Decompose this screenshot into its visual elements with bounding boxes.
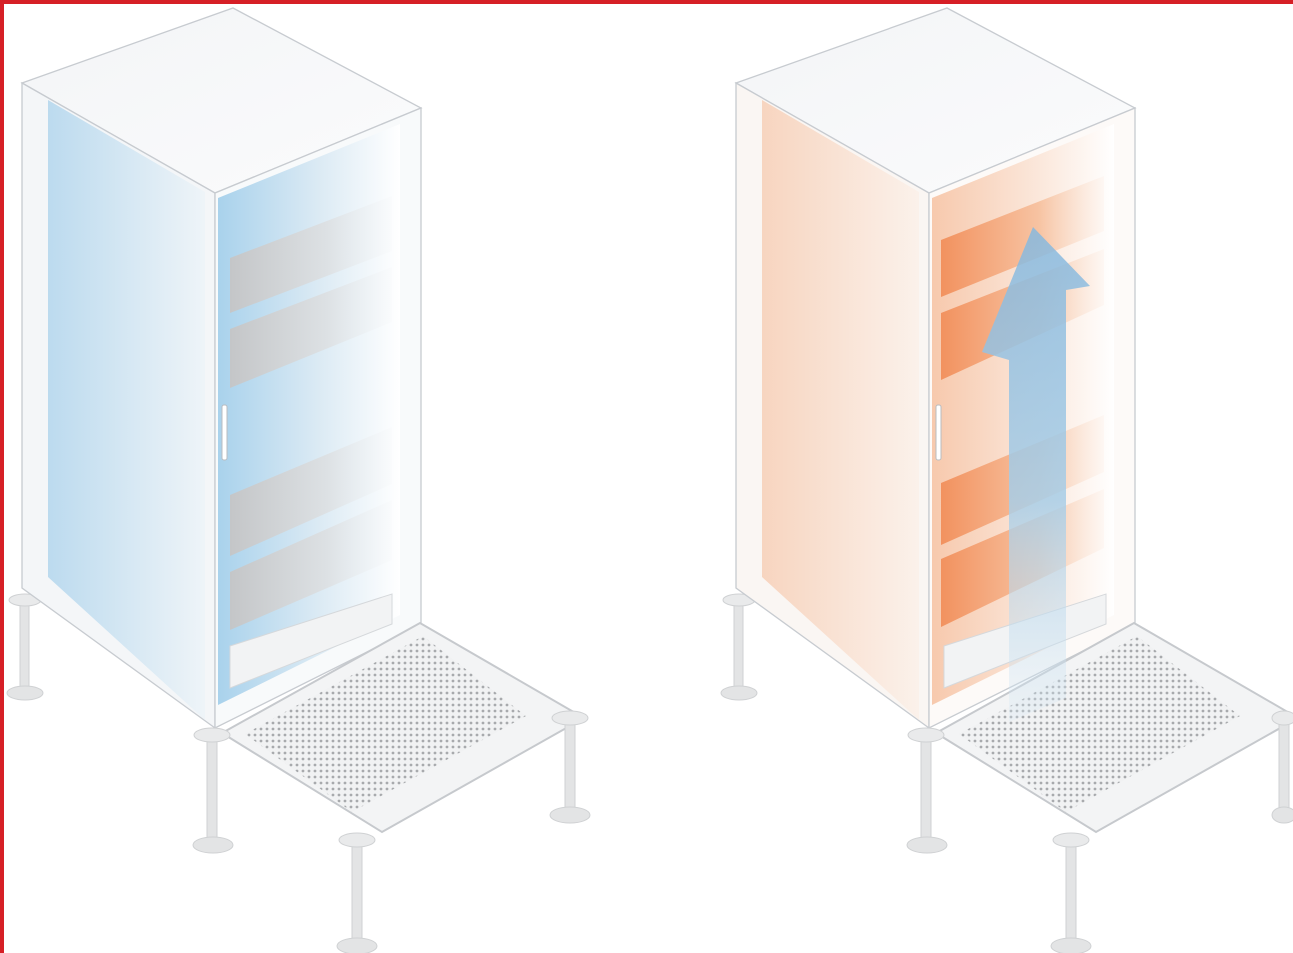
heated-cabinet	[721, 8, 1293, 953]
handle-icon	[936, 405, 941, 460]
pedestal-leg	[721, 594, 757, 700]
pedestal-leg	[193, 728, 233, 853]
handle-icon	[222, 405, 227, 460]
pedestal-leg	[1051, 833, 1091, 953]
rack-cooling-illustration	[4, 4, 1293, 953]
pedestal-leg	[907, 728, 947, 853]
pedestal-leg	[337, 833, 377, 953]
cooled-cabinet	[7, 8, 590, 953]
pedestal-leg	[7, 594, 43, 700]
